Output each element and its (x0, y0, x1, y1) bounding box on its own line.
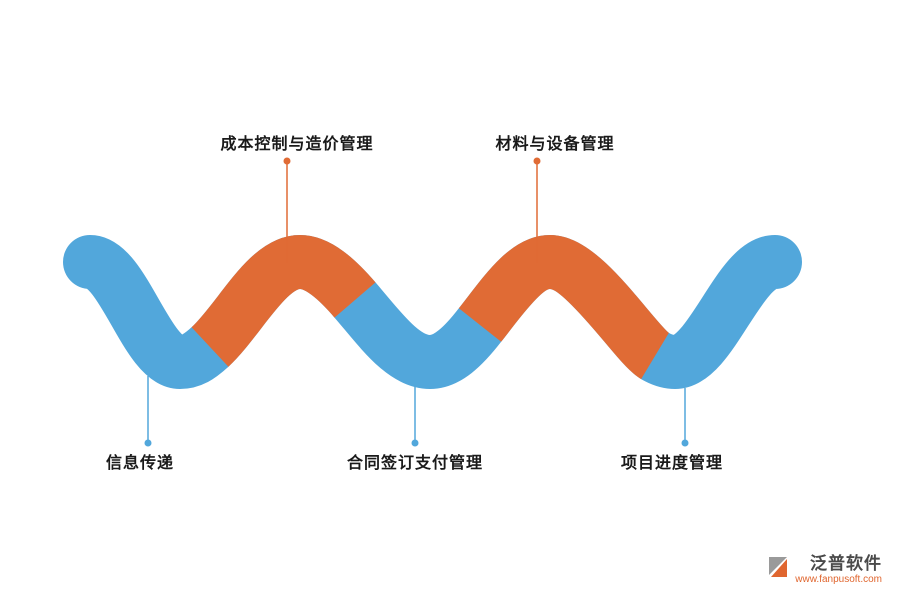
wave-orange-segment-1 (190, 234, 376, 367)
fanpu-logo-name: 泛普软件 (810, 554, 882, 574)
connector-dot-cost-control (283, 157, 291, 165)
connector-dot-progress (681, 439, 689, 447)
fanpu-logo-icon (767, 555, 789, 584)
connector-dot-materials (533, 157, 541, 165)
label-contract: 合同签订支付管理 (346, 455, 484, 472)
connector-dot-contract (411, 439, 419, 447)
connector-dot-information (144, 439, 152, 447)
label-cost-control: 成本控制与造价管理 (220, 136, 374, 153)
fanpu-logo-text-block: 泛普软件 www.fanpusoft.com (795, 555, 882, 586)
label-progress: 项目进度管理 (620, 455, 724, 472)
label-information: 信息传递 (105, 455, 175, 472)
fanpu-logo: 泛普软件 www.fanpusoft.com (767, 555, 882, 586)
label-materials: 材料与设备管理 (495, 136, 615, 153)
wave-orange-segment-2 (458, 234, 672, 380)
wave-blue-path (63, 234, 802, 390)
fanpu-logo-url: www.fanpusoft.com (795, 574, 882, 585)
